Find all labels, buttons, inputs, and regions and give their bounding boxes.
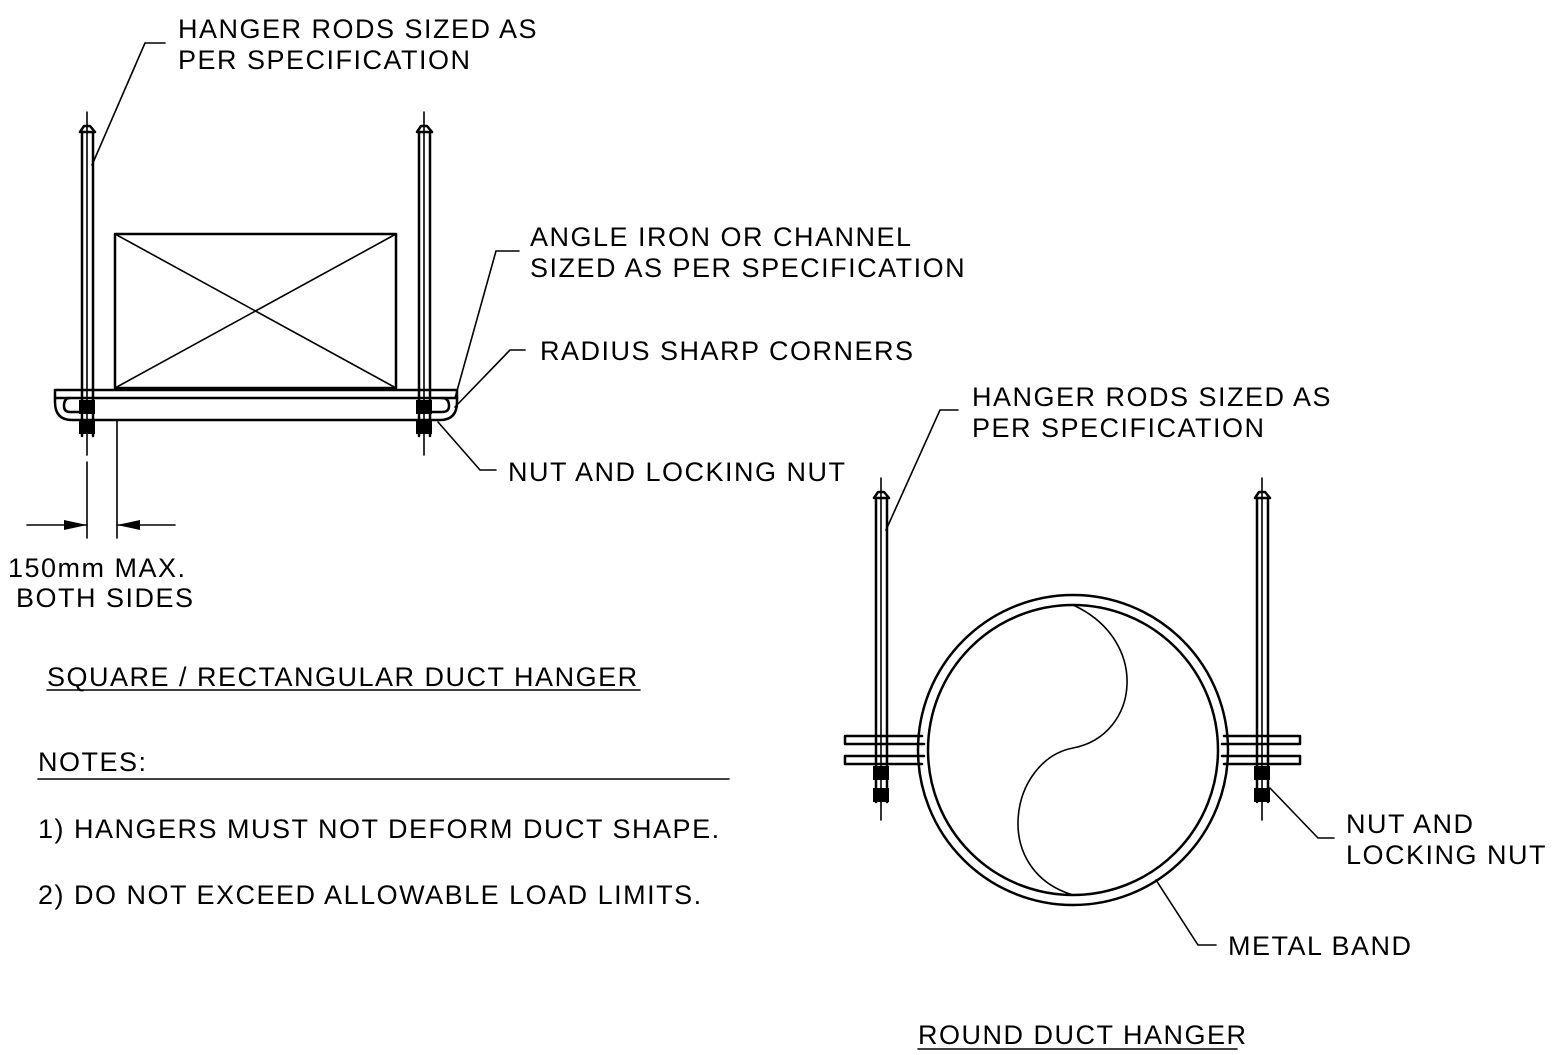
left-round-nuts (873, 766, 889, 802)
leader-nut-rect (437, 421, 497, 471)
round-label-metal-band: METAL BAND (1228, 931, 1413, 961)
note-item-2: 2) DO NOT EXCEED ALLOWABLE LOAD LIMITS. (38, 880, 703, 910)
label-radius-corners: RADIUS SHARP CORNERS (540, 336, 915, 366)
angle-iron-channel (53, 388, 459, 422)
round-label-rods-line2: PER SPECIFICATION (972, 413, 1266, 443)
leader-rods-rect (91, 42, 166, 166)
dimension-label-line2: BOTH SIDES (16, 583, 195, 613)
label-rods-line2: PER SPECIFICATION (178, 45, 472, 75)
leader-rods-round (885, 409, 959, 531)
label-rods-line1: HANGER RODS SIZED AS (178, 14, 538, 44)
rectangular-duct (113, 232, 398, 390)
round-label-nut-line1: NUT AND (1346, 809, 1475, 839)
round-label-rods-line1: HANGER RODS SIZED AS (972, 382, 1332, 412)
note-item-1: 1) HANGERS MUST NOT DEFORM DUCT SHAPE. (38, 814, 721, 844)
right-nut-and-locking-nut (416, 400, 432, 434)
label-nut-locking-nut: NUT AND LOCKING NUT (508, 457, 847, 487)
leader-metal-band (1155, 879, 1217, 946)
round-duct-hanger: HANGER RODS SIZED AS PER SPECIFICATION N… (843, 382, 1547, 1050)
round-duct-seam (1017, 604, 1128, 896)
notes-block: NOTES: 1) HANGERS MUST NOT DEFORM DUCT S… (37, 747, 730, 910)
leader-angle-iron (454, 250, 520, 399)
leader-radius-corners (454, 349, 526, 408)
right-round-nuts (1254, 766, 1270, 802)
rectangular-duct-hanger: HANGER RODS SIZED AS PER SPECIFICATION A… (8, 14, 966, 692)
left-nut-and-locking-nut (79, 400, 95, 434)
dimension-150mm (26, 419, 176, 539)
metal-band (843, 593, 1302, 907)
label-angle-line1: ANGLE IRON OR CHANNEL (530, 222, 913, 252)
leader-nut-round (1269, 787, 1335, 839)
notes-heading: NOTES: (38, 747, 148, 777)
round-label-nut-line2: LOCKING NUT (1346, 840, 1547, 870)
rect-hanger-title: SQUARE / RECTANGULAR DUCT HANGER (47, 662, 639, 692)
dimension-label-line1: 150mm MAX. (8, 553, 187, 583)
round-hanger-title: ROUND DUCT HANGER (918, 1020, 1248, 1050)
label-angle-line2: SIZED AS PER SPECIFICATION (530, 253, 966, 283)
